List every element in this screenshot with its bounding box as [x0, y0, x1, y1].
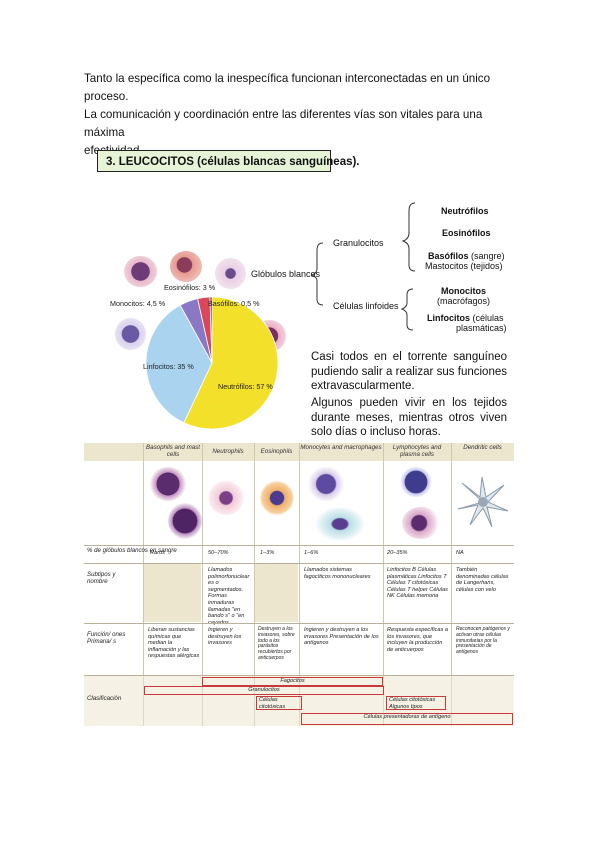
- neutrophil-cell-image: [215, 258, 246, 289]
- col-divider: [451, 443, 452, 726]
- phagocytes-bracket: Fagocitos: [202, 677, 383, 686]
- pie-label-monocytes: Monocitos: 4,5 %: [110, 299, 166, 308]
- tree-basophils-bold: Basófilos: [428, 251, 469, 261]
- pie-slice-neutrofilos: [183, 296, 279, 430]
- empty-cell-shaded: [255, 564, 298, 622]
- col-divider: [254, 443, 255, 726]
- neutrophil-micrograph: [208, 481, 244, 515]
- section-heading: 3. LEUCOCITOS (células blancas sanguínea…: [97, 150, 360, 172]
- macrophage-micrograph: [316, 507, 364, 541]
- function-dendritic: Reconocen patógenos y activan otras célu…: [456, 626, 510, 656]
- col-divider: [202, 443, 203, 726]
- row-divider: [84, 675, 514, 676]
- tree-granulocytes-label: Granulocitos: [333, 238, 384, 248]
- basophil-cell-image: [124, 256, 157, 287]
- paragraph-lifespan: Algunos pueden vivir en los tejidos dura…: [311, 397, 507, 438]
- monocyte-micrograph: [308, 467, 344, 501]
- pct-monocytes: 1–6%: [304, 550, 319, 556]
- mast-cell-micrograph: [168, 503, 202, 539]
- pie-slice-linfocitos: [145, 304, 213, 424]
- tree-plasma-cells: plasmáticas): [456, 323, 507, 333]
- col-header-eosinophils: Eosinophils: [260, 448, 293, 455]
- eosinophil-micrograph: [260, 481, 294, 515]
- col-header-neutrophils: Neutrophils: [212, 448, 244, 455]
- antigen-presenting-bracket: Células presentadoras de antígeno: [301, 713, 513, 725]
- tree-eosinophils: Eosinófilos: [442, 228, 491, 238]
- col-header-basophils: Basophils and mast cells: [146, 444, 200, 458]
- pie-label-eosinophils: Eosinófilos: 3 %: [164, 283, 216, 292]
- tree-neutrophils: Neutrófilos: [441, 206, 489, 216]
- tree-macrophages: (macrófagos): [437, 296, 491, 306]
- intro-line-1: Tanto la específica como la inespecífica…: [84, 72, 491, 103]
- function-neutrophils: Ingieren y destruyen los invasores: [208, 627, 242, 647]
- classification-tree-lines: [310, 202, 416, 331]
- function-monocytes: Ingieren y destruyen a los invasores Pre…: [304, 627, 379, 647]
- tree-lymphocytes: Linfocitos (células: [427, 313, 504, 323]
- tree-root-label: Glóbulos blancos: [251, 269, 321, 279]
- leukocyte-comparison-table: Basophils and mast cells Neutrophils Eos…: [84, 443, 514, 726]
- tree-lymphocytes-rest: (células: [470, 313, 504, 323]
- row-label-classification: Clasificación: [87, 695, 122, 702]
- monocyte-cell-image: [115, 318, 146, 350]
- pct-basophils: Raros: [150, 550, 165, 556]
- granulocytes-bracket: Granulocitos: [144, 686, 384, 695]
- row-divider: [84, 545, 514, 546]
- tree-basophils: Basófilos (sangre): [428, 251, 505, 261]
- pct-neutrophils: 50–70%: [208, 550, 229, 556]
- paragraph-circulation: Casi todos en el torrente sanguíneo pudi…: [311, 351, 507, 392]
- empty-cell-shaded: [144, 564, 201, 622]
- col-divider: [143, 443, 144, 726]
- function-eosinophils: Destruyen a los invasores, sobre todo a …: [258, 626, 295, 661]
- cytotoxic-cells-right: Células citotóxicas Algunos tipos: [386, 696, 446, 710]
- row-divider: [84, 563, 514, 564]
- pie-slices: [145, 296, 279, 430]
- dendritic-cell-micrograph: [457, 476, 509, 528]
- pie-slice-basofilos: [209, 296, 213, 364]
- tree-mastocytes: Mastocitos (tejidos): [425, 261, 503, 271]
- row-divider: [84, 623, 514, 624]
- col-divider: [383, 443, 384, 726]
- tree-lymphocytes-bold: Linfocitos: [427, 313, 470, 323]
- plasma-cell-micrograph: [402, 507, 440, 539]
- subtypes-monocytes: Llamados sistemas fagocíticos mononuclea…: [304, 567, 371, 580]
- row-label-function: Función/ ones Primaria/ s: [87, 631, 126, 645]
- function-basophils: Liberan sustancias químicas que median l…: [148, 627, 200, 660]
- col-header-dendritic: Dendritic cells: [463, 444, 502, 451]
- subtypes-lymphocytes: Linfocitos B Células plasmáticas Linfoci…: [387, 567, 448, 600]
- row-label-percentage: % de glóbulos blancos en sangre: [87, 547, 177, 554]
- col-header-lymphocytes: Lymphocytes and plasma cells: [392, 444, 442, 458]
- cytotoxic-cells-left: Células citotóxicas: [256, 696, 302, 710]
- col-divider: [299, 443, 300, 726]
- pct-lymphocytes: 20–35%: [387, 550, 408, 556]
- intro-paragraph: Tanto la específica como la inespecífica…: [84, 70, 524, 160]
- pie-label-neutrophils: Neutrófilos: 57 %: [218, 382, 273, 391]
- basophil-micrograph: [150, 467, 186, 501]
- pct-dendritic: NA: [456, 550, 464, 556]
- pie-label-basophils: Basófilos: 0,5 %: [208, 299, 260, 308]
- tree-basophils-rest: (sangre): [468, 251, 505, 261]
- col-header-monocytes: Monocytes and macrophages: [300, 444, 382, 451]
- eosinophil-cell-image: [170, 251, 202, 282]
- classification-band: [84, 676, 514, 726]
- function-lymphocytes: Respuesta específicas a los invasores, q…: [387, 627, 448, 653]
- lymphocyte-micrograph: [400, 467, 432, 497]
- pie-label-lymphocytes: Linfocitos: 35 %: [143, 362, 194, 371]
- leukocyte-pie-chart: [145, 296, 279, 430]
- subtypes-neutrophils: Llamados polimorfonuclear es o segmentad…: [208, 567, 250, 626]
- tree-monocytes: Monocitos: [441, 286, 486, 296]
- subtypes-dendritic: También denominadas células de Langerhan…: [456, 567, 509, 593]
- tree-lymphoid-label: Células linfoides: [333, 301, 399, 311]
- row-label-subtypes: Subtipos y nombre: [87, 571, 116, 585]
- intro-line-2: La comunicación y coordinación entre las…: [84, 108, 483, 139]
- pct-eosinophils: 1–3%: [260, 550, 275, 556]
